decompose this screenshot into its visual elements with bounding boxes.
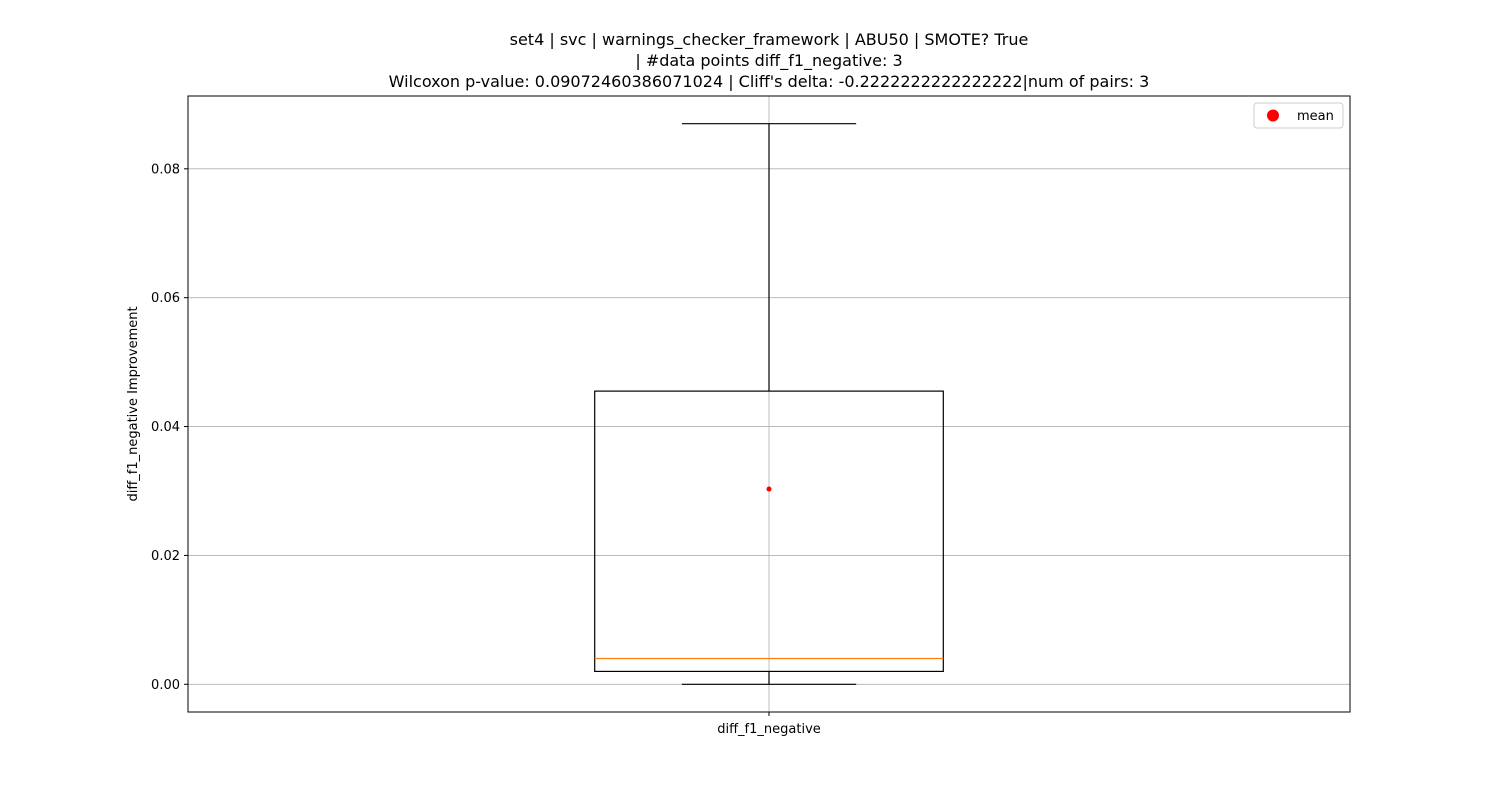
axis-layer: 0.00 0.02 0.04 0.06 0.08 diff_f1_negative xyxy=(151,162,821,737)
y-axis-label: diff_f1_negative Improvement xyxy=(126,306,141,501)
box-layer xyxy=(594,123,944,685)
mean-marker xyxy=(766,486,772,492)
legend-label-mean: mean xyxy=(1297,109,1334,124)
chart-title-line-3: Wilcoxon p-value: 0.09072460386071024 | … xyxy=(388,72,1150,91)
chart-title-line-2: | #data points diff_f1_negative: 3 xyxy=(635,51,903,70)
y-tick-label: 0.06 xyxy=(151,291,180,306)
legend-mean-marker xyxy=(1267,109,1279,122)
y-tick-label: 0.02 xyxy=(151,549,180,564)
x-tick-label: diff_f1_negative xyxy=(717,722,821,737)
iqr-box xyxy=(594,390,944,673)
legend: mean xyxy=(1253,102,1344,129)
legend-frame xyxy=(1253,102,1344,129)
chart-title-line-1: set4 | svc | warnings_checker_framework … xyxy=(509,30,1029,49)
y-tick-label: 0.04 xyxy=(151,420,180,435)
y-tick-label: 0.08 xyxy=(151,162,180,177)
y-tick-label: 0.00 xyxy=(151,678,180,693)
